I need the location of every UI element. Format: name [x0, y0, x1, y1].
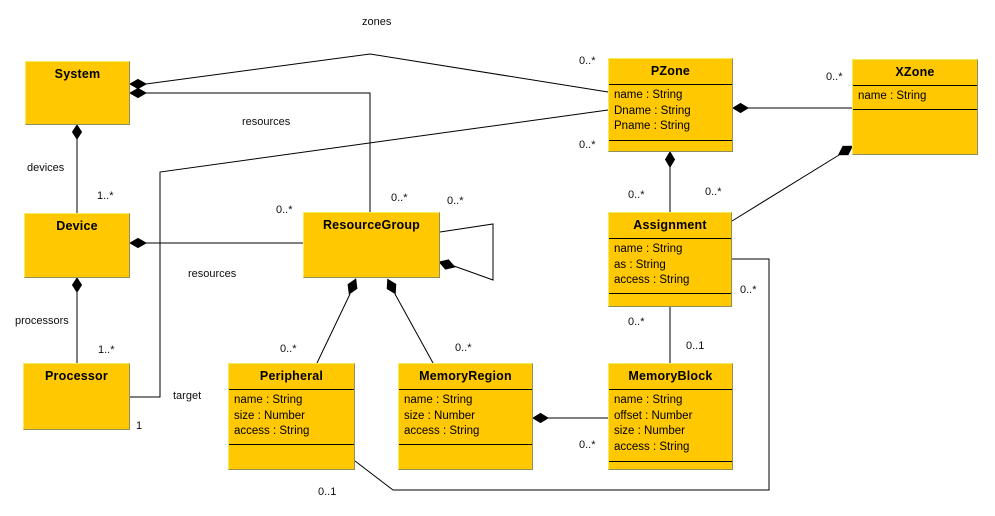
mult-label-rg-peripheral: 0..* — [280, 343, 297, 355]
class-system[interactable]: System — [25, 61, 130, 125]
mult-label-pzone-zones: 0..* — [579, 55, 596, 67]
mult-label-memblock-assignment: 0..1 — [686, 340, 705, 352]
attributes-compartment: name : String as : String access : Strin… — [609, 238, 731, 293]
class-attribute: access : String — [614, 274, 690, 287]
attributes-compartment: name : String size : Number access : Str… — [229, 389, 354, 444]
class-title: Peripheral — [259, 369, 324, 383]
class-title: PZone — [650, 64, 691, 78]
operations-compartment — [399, 444, 532, 469]
edge-pzone-assignment[interactable] — [664, 151, 676, 212]
edge-device-processor[interactable] — [71, 277, 83, 363]
composition-diamond — [128, 237, 148, 249]
composition-diamond — [532, 412, 549, 424]
class-attribute: size : Number — [404, 409, 475, 422]
composition-diamond — [664, 151, 676, 168]
class-peripheral[interactable]: Peripheral name : String size : Number a… — [228, 363, 355, 470]
role-label-processors: processors — [15, 315, 69, 327]
role-label-zones: zones — [362, 16, 392, 28]
class-memoryregion[interactable]: MemoryRegion name : String size : Number… — [398, 363, 533, 470]
mult-label-assignment-memblock: 0..* — [628, 316, 645, 328]
class-xzone[interactable]: XZone name : String — [852, 59, 978, 155]
mult-label-assignment-pzone: 0..* — [628, 189, 645, 201]
class-title: Processor — [45, 369, 108, 383]
class-resourcegroup[interactable]: ResourceGroup — [303, 212, 440, 278]
mult-label-peripheral-assignment: 0..1 — [318, 486, 337, 498]
class-assignment[interactable]: Assignment name : String as : String acc… — [608, 212, 732, 307]
edge-xzone-assignment[interactable] — [731, 142, 855, 222]
class-title: XZone — [895, 65, 935, 79]
attributes-compartment: name : String offset : Number size : Num… — [609, 389, 732, 461]
mult-label-memblock-memregion: 0..* — [579, 439, 596, 451]
composition-diamond — [732, 102, 749, 114]
class-attribute: as : String — [614, 258, 666, 271]
mult-label-processors: 1..* — [98, 344, 115, 356]
edge-device-resourcegroup[interactable] — [128, 237, 303, 249]
class-attribute: size : Number — [614, 425, 685, 438]
mult-label-xzone-pzone: 0..* — [826, 71, 843, 83]
mult-label-target-processor: 1 — [136, 420, 143, 432]
operations-compartment — [853, 109, 977, 154]
attributes-compartment: name : String — [853, 85, 977, 109]
attributes-compartment: name : String Dname : String Pname : Str… — [609, 84, 732, 140]
class-attribute: access : String — [614, 440, 690, 453]
class-title: MemoryBlock — [628, 369, 713, 383]
mult-label-device-rg: 0..* — [276, 204, 293, 216]
edge-assignment-peripheral[interactable] — [354, 258, 770, 491]
edge-system-device[interactable] — [71, 124, 83, 213]
class-processor[interactable]: Processor — [23, 363, 130, 430]
role-label-target: target — [173, 390, 202, 402]
class-attribute: name : String — [858, 90, 927, 102]
class-device[interactable]: Device — [24, 213, 130, 278]
class-attribute: access : String — [404, 425, 480, 438]
class-title: Assignment — [633, 218, 707, 232]
composition-diamond — [128, 78, 148, 90]
operations-compartment — [609, 293, 731, 306]
class-attribute: Dname : String — [614, 104, 691, 117]
mult-label-assignment-peripheral: 0..* — [740, 284, 757, 296]
edge-system-pzone-zones[interactable] — [128, 53, 609, 93]
composition-diamond — [71, 277, 83, 293]
composition-diamond — [128, 87, 148, 99]
class-memoryblock[interactable]: MemoryBlock name : String offset : Numbe… — [608, 363, 733, 470]
class-attribute: size : Number — [234, 409, 305, 422]
class-title: MemoryRegion — [419, 369, 512, 383]
role-label-resources-system: resources — [242, 116, 291, 128]
class-attribute: name : String — [614, 243, 683, 255]
edge-system-resourcegroup[interactable] — [128, 87, 371, 213]
class-attribute: access : String — [234, 425, 310, 438]
composition-diamond — [347, 278, 358, 295]
operations-compartment — [609, 140, 732, 151]
mult-label-rg-memregion: 0..* — [455, 342, 472, 354]
composition-diamond — [386, 278, 397, 295]
class-attribute: offset : Number — [614, 409, 693, 422]
class-title: ResourceGroup — [322, 218, 421, 232]
edge-resourcegroup-memoryregion[interactable] — [384, 277, 434, 364]
mult-label-rg-self: 0..* — [447, 195, 464, 207]
composition-diamond — [71, 124, 83, 140]
class-title: Device — [56, 219, 98, 233]
class-title: System — [54, 67, 101, 81]
role-label-resources-device: resources — [188, 268, 237, 280]
edge-processor-pzone-target[interactable] — [130, 109, 609, 398]
mult-label-pzone-target: 0..* — [579, 139, 596, 151]
role-label-devices: devices — [27, 162, 65, 174]
edge-resourcegroup-peripheral[interactable] — [316, 277, 360, 364]
attributes-compartment: name : String size : Number access : Str… — [399, 389, 532, 444]
edge-memoryregion-memoryblock[interactable] — [532, 412, 608, 424]
operations-compartment — [609, 461, 732, 469]
class-pzone[interactable]: PZone name : String Dname : String Pname… — [608, 58, 733, 152]
operations-compartment — [229, 444, 354, 469]
class-attribute: Pname : String — [614, 120, 691, 133]
edge-pzone-xzone[interactable] — [732, 102, 852, 114]
mult-label-system-rg: 0..* — [391, 192, 408, 204]
class-attribute: name : String — [404, 394, 473, 406]
class-attribute: name : String — [614, 89, 683, 101]
edge-resourcegroup-self[interactable] — [438, 223, 494, 281]
mult-label-devices: 1..* — [97, 190, 114, 202]
class-attribute: name : String — [234, 394, 303, 406]
mult-label-assignment-xzone: 0..* — [705, 186, 722, 198]
composition-diamond — [438, 259, 456, 270]
class-attribute: name : String — [614, 394, 683, 406]
